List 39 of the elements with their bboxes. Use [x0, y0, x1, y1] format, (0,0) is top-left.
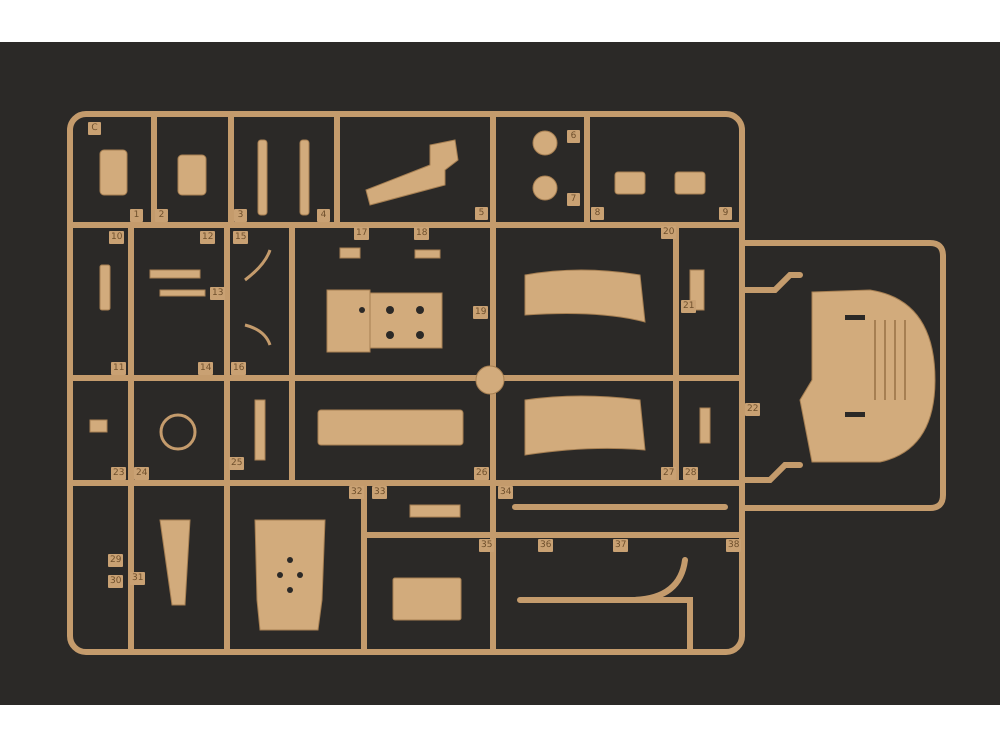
part-number: 20 — [661, 226, 676, 239]
part-number: 32 — [349, 486, 364, 499]
part-number: 22 — [745, 403, 760, 416]
part-number: 23 — [111, 467, 126, 480]
part-number: 38 — [726, 539, 742, 552]
part-number: 31 — [130, 572, 146, 585]
part-number: 1 — [130, 209, 143, 222]
part-number: 17 — [354, 227, 370, 240]
part-number: 15 — [233, 231, 248, 244]
part-number: 13 — [210, 287, 226, 300]
part-number: 10 — [109, 231, 124, 244]
part-number: 29 — [108, 554, 124, 567]
part-number: 19 — [473, 306, 488, 319]
part-number: 3 — [234, 209, 247, 222]
part-number: 36 — [538, 539, 554, 552]
part-number: 7 — [567, 193, 580, 206]
part-number: 6 — [567, 130, 580, 143]
part-number: 14 — [198, 362, 214, 375]
part-number: 24 — [134, 467, 150, 480]
part-number: 8 — [591, 207, 604, 220]
part-number: 4 — [317, 209, 330, 222]
part-number: 27 — [661, 467, 676, 480]
part-number: 33 — [372, 486, 388, 499]
part-number: 21 — [681, 300, 696, 313]
part-number: 26 — [474, 467, 490, 480]
part-number: 12 — [200, 231, 216, 244]
part-number: 34 — [498, 486, 514, 499]
part-number: 37 — [613, 539, 628, 552]
part-number: 2 — [155, 209, 168, 222]
part-number: 5 — [475, 207, 488, 220]
part-number: C — [88, 122, 101, 135]
part-number: 18 — [414, 227, 430, 240]
part-number: 11 — [111, 362, 126, 375]
part-number: 16 — [231, 362, 246, 375]
part-number: 9 — [719, 207, 732, 220]
part-number: 30 — [108, 575, 124, 588]
part-number: 25 — [229, 457, 244, 470]
part-number: 28 — [683, 467, 698, 480]
part-number: 35 — [479, 539, 494, 552]
